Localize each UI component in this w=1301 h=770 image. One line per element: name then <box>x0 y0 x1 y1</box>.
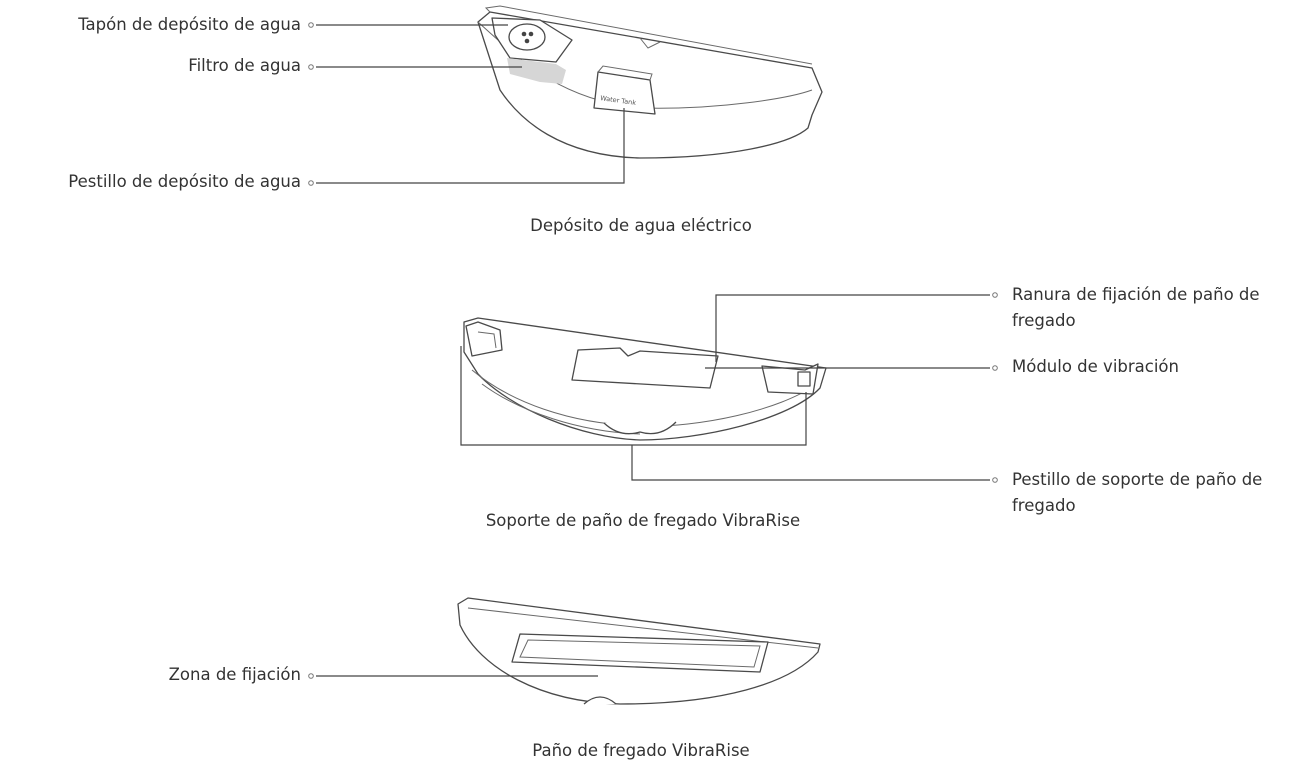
water-tank-caption: Depósito de agua eléctrico <box>530 216 752 235</box>
mop-cloth-illustration <box>457 597 821 705</box>
water-tank-latch-label: Pestillo de depósito de agua <box>68 172 301 191</box>
attachment-zone-label: Zona de fijación <box>168 665 301 684</box>
water-tank-latch: Water Tank <box>593 65 656 115</box>
holder-latch-leader-line <box>631 445 990 481</box>
water-tank-illustration: Water Tank <box>477 5 823 159</box>
water-tank-plug-label: Tapón de depósito de agua <box>78 15 301 34</box>
vibration-module-shape <box>571 347 719 389</box>
mop-holder-latch-label: Pestillo de soporte de paño de fregado <box>1012 470 1263 515</box>
holder-latch-bracket <box>460 346 807 446</box>
attachment-zone-shape <box>511 633 769 673</box>
mop-holder-illustration <box>463 317 827 441</box>
mop-cloth-caption: Paño de fregado VibraRise <box>532 741 750 760</box>
tank-latch-leader-line <box>316 108 625 184</box>
water-filter-shape <box>507 58 566 84</box>
mop-slot-label: Ranura de fijación de paño de fregado <box>1012 285 1260 330</box>
mop-holder-caption: Soporte de paño de fregado VibraRise <box>485 511 801 530</box>
slot-leader-line <box>715 294 990 362</box>
vibration-module-label: Módulo de vibración <box>1012 357 1179 376</box>
water-tank-plug <box>491 17 573 63</box>
water-filter-label: Filtro de agua <box>188 56 301 75</box>
